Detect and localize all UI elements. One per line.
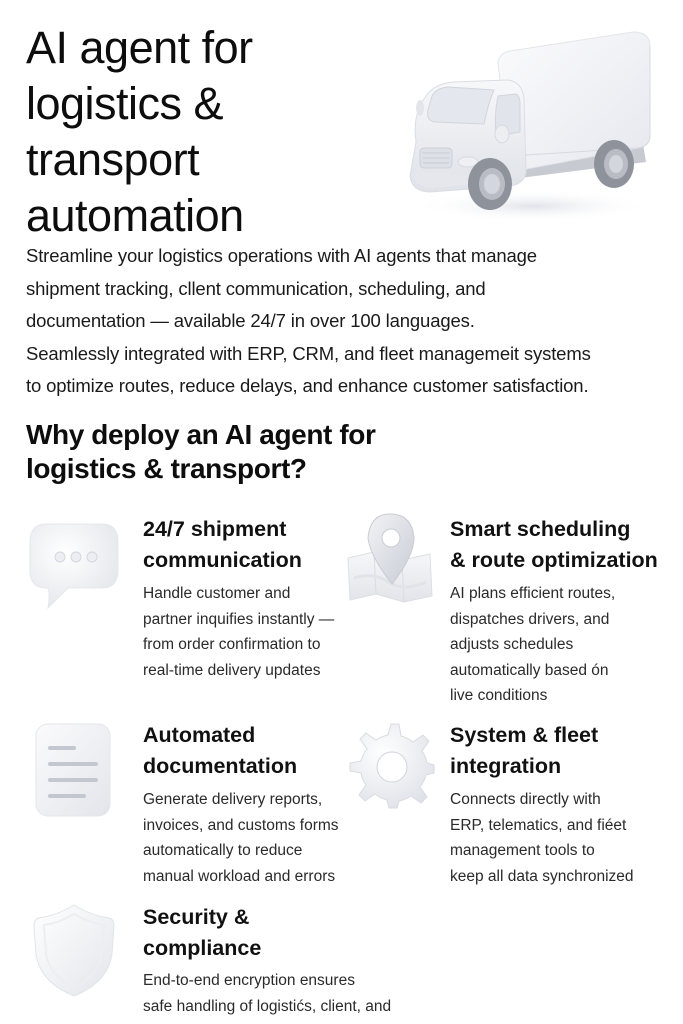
map-pin-icon [344,512,434,604]
feature-description: Handle customer and partner inquifies in… [143,581,334,683]
page-title-line: automation [26,190,244,241]
feature-description-line: End-to-end encryption ensures [143,972,355,989]
page-title-line: transport [26,134,200,185]
page-title-line: AI agent for [26,22,253,73]
feature-title-line: integration [450,754,562,778]
feature-description-line: adjusts schedules [450,636,574,653]
feature-title-line: communication [143,548,302,572]
feature-description: Generate delivery reports, invoices, and… [143,787,339,889]
intro-line: Seamlessly integrated with ERP, CRM, and… [26,342,591,364]
section-heading: Why deploy an AI agent for logistics & t… [26,418,526,486]
feature-description-line: management tools to [450,842,595,859]
section-heading-line: logistics & transport? [26,453,307,484]
feature-description-line: automatically to reduce [143,842,303,859]
page-title: AI agent for logistics & transport autom… [26,20,366,244]
feature-description-line: AI plans efficient routes, [450,585,616,602]
feature-title-line: Security & [143,905,250,929]
feature-title: 24/7 shipment communication [143,514,302,576]
chat-bubble-icon [26,518,122,612]
feature-description-line: invoices, and customs forms [143,816,339,834]
feature-title-line: documentation [143,754,298,778]
feature-title-line: & route optimization [450,548,658,572]
intro-line: Streamline your logistics operations wit… [26,245,537,266]
feature-communication: 24/7 shipment communication Handle custo… [0,510,345,700]
intro-line: documentation — available 24/7 in over 1… [26,310,475,331]
feature-description-line: safe handling of logistićs, client, and [143,997,392,1015]
feature-description: Connects directly with ERP, telematics, … [450,787,634,889]
feature-description-line: Connects directly with [450,791,601,808]
feature-title: Automated documentation [143,720,297,782]
feature-security: Security & compliance End-to-end encrypt… [0,898,683,1024]
feature-description: End-to-end encryption ensures safe handl… [143,968,391,1019]
intro-line: to optimize routes, reduce delays, and e… [26,375,589,396]
intro-paragraph: Streamline your logistics operations wit… [26,240,676,403]
feature-description-line: live conditions [450,687,548,704]
feature-description-line: manual workload and errors [143,867,336,885]
feature-title: System & fleet integration [450,720,598,782]
feature-description: AI plans efficient routes, dispatches dr… [450,581,615,709]
feature-title-line: compliance [143,936,262,960]
feature-description-line: automatically based ón [450,661,609,679]
feature-documentation: Automated documentation Generate deliver… [0,716,345,896]
delivery-truck-icon [398,24,660,224]
feature-integration: System & fleet integration Connects dire… [340,716,683,896]
section-heading-line: Why deploy an AI agent for [26,419,376,450]
feature-title: Security & compliance [143,902,261,964]
feature-title: Smart scheduling & route optimization [450,514,658,576]
intro-line: shipment tracking, cllent communication,… [26,277,486,299]
feature-title-line: Smart scheduling [450,517,631,541]
feature-description-line: keep all data synchronized [450,867,634,885]
feature-description-line: real-time delivery updates [143,661,321,679]
page-title-line: logistics & [26,78,224,129]
feature-title-line: 24/7 shipment [143,517,287,541]
document-icon [34,722,112,818]
feature-description-line: dispatches drivers, and [450,610,610,628]
feature-description-line: Handle customer and [143,585,291,602]
feature-scheduling: Smart scheduling & route optimization AI… [340,510,683,710]
feature-description-line: Generate delivery reports, [143,791,323,808]
shield-icon [32,902,116,998]
feature-description-line: from order confirmation to [143,636,321,653]
feature-description-line: partner inquifies instantly — [143,610,335,628]
feature-title-line: System & fleet [450,723,599,747]
feature-title-line: Automated [143,723,256,747]
feature-description-line: ERP, telematics, and fiéet [450,816,627,834]
gear-icon [346,720,436,810]
